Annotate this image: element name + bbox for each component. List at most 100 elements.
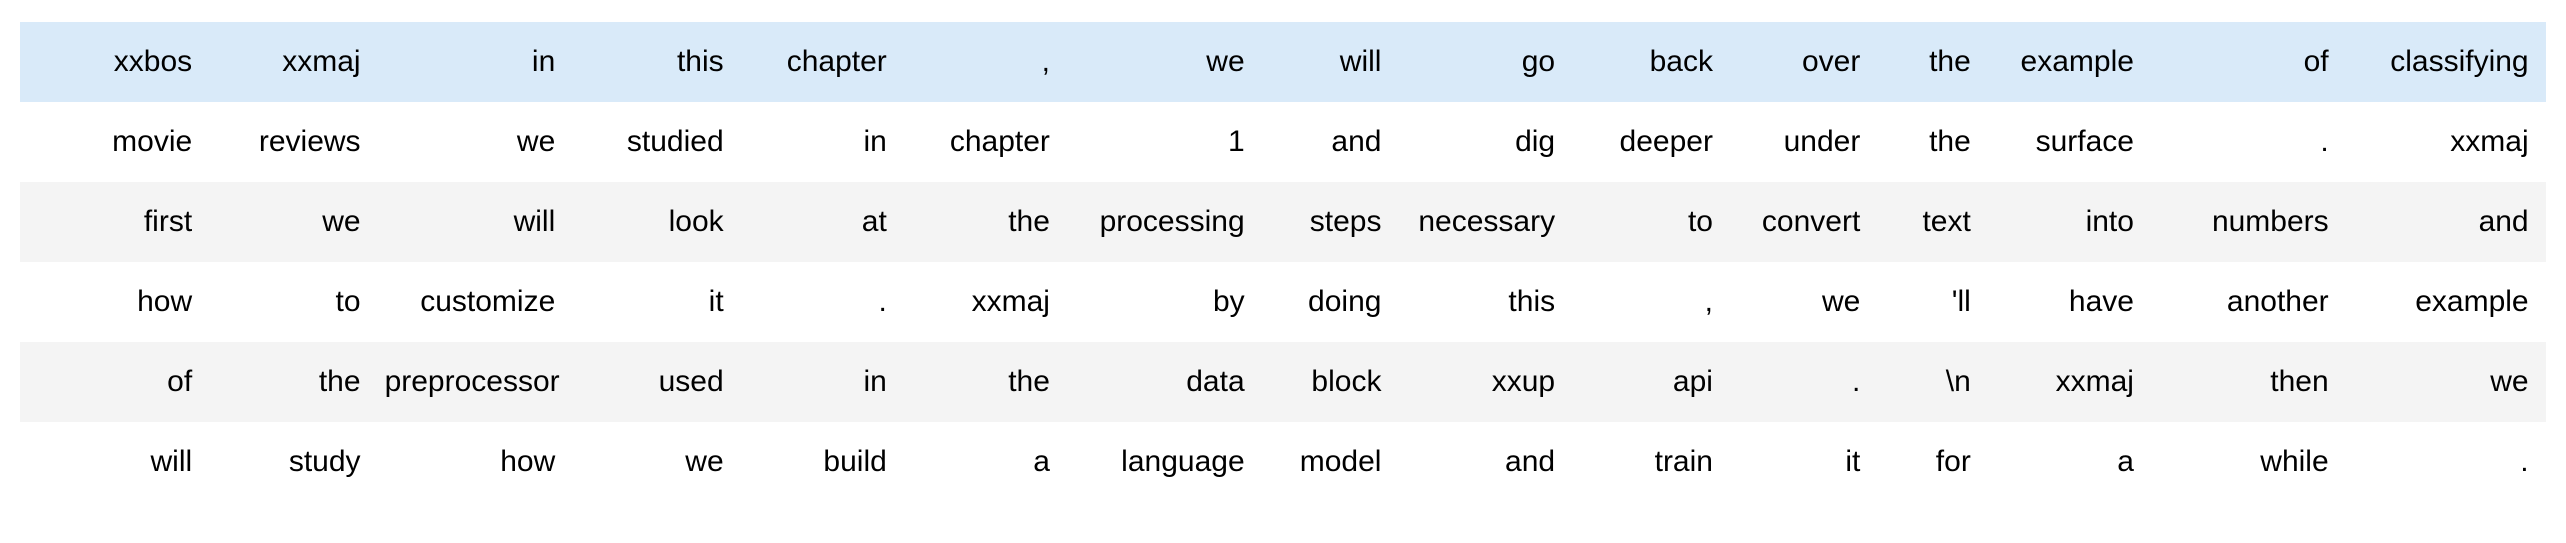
token-cell: deeper	[1619, 125, 1713, 158]
token-cell: the	[1008, 365, 1050, 398]
token-cell: ,	[1704, 285, 1713, 318]
token-cell: surface	[2035, 125, 2134, 158]
token-cell: while	[2260, 445, 2329, 478]
token-cell: of	[2303, 45, 2329, 78]
token-cell: how	[137, 285, 193, 318]
table-row: movie reviews we studied in chapter 1 and dig dee…	[20, 102, 2546, 182]
token-cell: have	[2068, 285, 2134, 318]
token-cell: under	[1783, 125, 1861, 158]
table-row: will study how we build a language model and trai…	[20, 422, 2546, 502]
token-cell: in	[863, 365, 887, 398]
token-cell: it	[708, 285, 724, 318]
token-cell: api	[1672, 365, 1713, 398]
token-cell: example	[2020, 45, 2134, 78]
token-cell: we	[1821, 285, 1861, 318]
table-row: of the preprocessor used in the data block xxup a…	[20, 342, 2546, 422]
token-cell: the	[1929, 45, 1971, 78]
token-cell: the	[318, 365, 361, 398]
token-cell: model	[1299, 445, 1382, 478]
token-cell: data	[1186, 365, 1245, 398]
token-cell: and	[1505, 445, 1556, 478]
token-cell: we	[516, 125, 556, 158]
token-cell: used	[658, 365, 724, 398]
token-cell: the	[1929, 125, 1971, 158]
token-cell: it	[1845, 445, 1861, 478]
token-cell	[2541, 262, 2546, 342]
token-cell: text	[1922, 205, 1971, 238]
token-cell: example	[2415, 285, 2529, 318]
token-cell: doing	[1308, 285, 1382, 318]
token-cell: processing	[1099, 205, 1245, 238]
token-cell: classifying	[2390, 45, 2529, 78]
token-cell	[2541, 342, 2546, 422]
token-cell: a	[1033, 445, 1050, 478]
token-cell: a	[2117, 445, 2134, 478]
token-cell: train	[1654, 445, 1713, 478]
token-cell: language	[1121, 445, 1245, 478]
token-cell: in	[863, 125, 887, 158]
token-cell: how	[500, 445, 556, 478]
token-cell: over	[1801, 45, 1861, 78]
token-cell: the	[1008, 205, 1050, 238]
token-cell: xxmaj	[971, 285, 1050, 318]
token-cell: then	[2270, 365, 2329, 398]
token-cell: dig	[1515, 125, 1556, 158]
token-cell: first	[143, 205, 193, 238]
token-cell: .	[1851, 365, 1861, 398]
token-cell: steps	[1309, 205, 1382, 238]
token-cell: xxmaj	[2450, 125, 2529, 158]
token-cell: by	[1212, 285, 1245, 318]
token-cell: 1	[1227, 125, 1245, 158]
token-cell: chapter	[949, 125, 1050, 158]
token-cell: will	[150, 445, 193, 478]
token-cell: chapter	[786, 45, 887, 78]
token-cell: 'll	[1951, 285, 1971, 318]
token-cell: movie	[112, 125, 193, 158]
token-cell: convert	[1761, 205, 1861, 238]
token-cell: ,	[1041, 45, 1050, 78]
token-cell: xxup	[1491, 365, 1556, 398]
token-cell: look	[668, 205, 724, 238]
token-cell	[2541, 102, 2546, 182]
token-cell: reviews	[258, 125, 361, 158]
token-cell: this	[676, 45, 724, 78]
token-cell: we	[2490, 365, 2529, 398]
token-cell: at	[861, 205, 887, 238]
token-cell: will	[1339, 45, 1382, 78]
token-cell: xxmaj	[2055, 365, 2134, 398]
token-cell: \n	[1945, 365, 1971, 398]
token-cell: to	[1687, 205, 1713, 238]
token-cell: and	[2478, 205, 2529, 238]
token-cell: .	[2520, 445, 2529, 478]
token-cell: preprocessor	[384, 365, 560, 398]
token-cell: for	[1935, 445, 1971, 478]
token-cell: another	[2226, 285, 2329, 318]
token-cell: go	[1521, 45, 1556, 78]
token-cell	[2541, 22, 2546, 102]
token-cell	[2541, 182, 2546, 262]
token-cell: we	[1206, 45, 1245, 78]
token-cell: and	[1331, 125, 1382, 158]
token-cell: study	[288, 445, 361, 478]
token-cell: into	[2085, 205, 2134, 238]
token-cell: of	[167, 365, 193, 398]
token-cell: customize	[420, 285, 556, 318]
token-cell: will	[513, 205, 556, 238]
token-cell: block	[1311, 365, 1382, 398]
token-cell: this	[1508, 285, 1556, 318]
token-cell: studied	[626, 125, 724, 158]
token-cell: numbers	[2211, 205, 2329, 238]
token-cell: .	[878, 285, 887, 318]
token-cell: we	[685, 445, 724, 478]
token-cell: necessary	[1418, 205, 1556, 238]
token-cell	[2541, 422, 2546, 502]
token-cell: build	[823, 445, 887, 478]
token-cell: back	[1649, 45, 1713, 78]
token-cell: in	[531, 45, 556, 78]
